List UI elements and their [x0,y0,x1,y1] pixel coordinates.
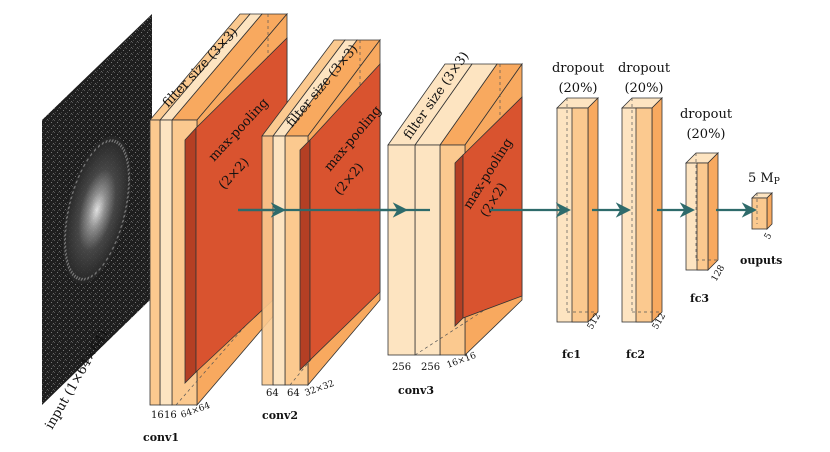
output-title: 5 MP [748,171,780,187]
fc3-name: fc3 [690,292,709,305]
fc3-units: 128 [710,263,727,283]
fc3-dropout-rate: (20%) [686,127,725,142]
fc3-dropout-label: dropout [680,107,733,122]
fc2-block [621,97,663,323]
conv1-dim-a: 16 [151,410,164,421]
conv3-dim-a: 256 [392,362,411,373]
fc1-dropout-label: dropout [552,61,605,76]
conv1-name: conv1 [143,431,179,444]
conv2-dim-a: 64 [266,388,279,399]
output-block [751,192,773,230]
input-image [42,14,152,405]
fc3-block [685,152,719,271]
conv2-block [261,38,381,387]
fc2-dropout-rate: (20%) [624,81,663,96]
conv1-dim-b: 16 [164,410,177,421]
fc1-name: fc1 [562,348,581,361]
fc2-dropout-label: dropout [618,61,671,76]
output-name: ouputs [740,254,782,267]
output-units: 5 [763,231,775,241]
fc1-dropout-rate: (20%) [558,81,597,96]
conv3-name: conv3 [398,384,434,397]
conv2-name: conv2 [262,409,298,422]
conv3-dim-b: 256 [421,362,440,373]
fc2-name: fc2 [626,348,645,361]
conv2-dim-b: 64 [287,388,300,399]
